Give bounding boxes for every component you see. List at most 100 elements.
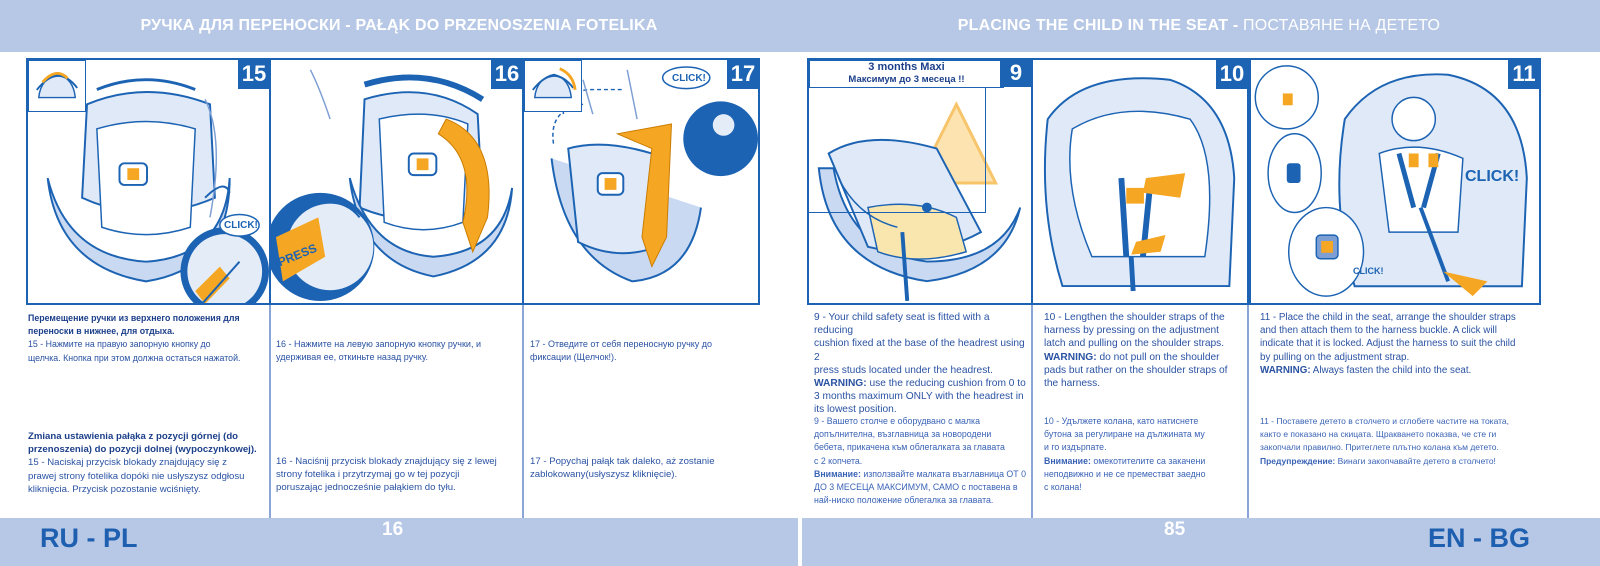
reducing-cushion-illustration [817, 101, 1022, 301]
warning-label: WARNING: [814, 378, 867, 390]
warning-line: Внимание: омекотителите са закачени [1044, 455, 1244, 468]
instruction-line: 10 - Lengthen the shoulder straps of the [1044, 312, 1225, 323]
warning-line: WARNING: use the reducing cushion from 0… [814, 377, 1030, 390]
instructions-9-bg: 9 - Вашето столче е оборудвано с малка д… [814, 415, 1030, 507]
instruction-line: щелчка. Кнопка при этом должна остаться … [28, 352, 241, 363]
warning-label: WARNING: [1044, 351, 1097, 363]
instruction-line: бебета, прикачена към облегалката за гла… [814, 442, 1005, 453]
column-divider [1031, 305, 1033, 518]
right-header-title-sep: - [1228, 17, 1244, 34]
instruction-line: бутона за регулиране на дължината му [1044, 429, 1205, 440]
right-footer-bar [802, 518, 1600, 566]
instruction-line: by pulling on the adjustment strap. [1260, 351, 1410, 363]
car-seat-handle-illustration [46, 78, 269, 303]
instruction-line: indicate that it is locked. Adjust the h… [1260, 338, 1516, 350]
instruction-line: 17 - Popychaj pałąk tak daleko, aż zosta… [530, 456, 715, 467]
illustration-panel-10: 10 [1031, 58, 1249, 305]
instructions-10-en: 10 - Lengthen the shoulder straps of the… [1044, 311, 1244, 390]
left-header-bar: РУЧКА ДЛЯ ПЕРЕНОСКИ - PAŁĄK DO PRZENOSZE… [0, 0, 798, 52]
click-callout-large: CLICK! [1465, 168, 1520, 185]
instructions-11-bg: 11 - Поставете детето в столчето и сглоб… [1260, 415, 1560, 468]
illustration-panel-16: 16 PRESS [269, 58, 524, 305]
instruction-line: с 2 копчета. [814, 455, 863, 466]
instruction-line: latch and pulling on the shoulder straps… [1044, 338, 1225, 350]
instruction-title: Zmiana ustawienia pałąka z pozycji górne… [28, 431, 239, 442]
age-limit-line1: 3 months Maxi [868, 61, 945, 73]
instruction-line: неподвижно и не се преместват заедно [1044, 468, 1206, 479]
instructions-10-bg: 10 - Удължете колана, като натиснете бут… [1044, 415, 1244, 494]
lengthen-straps-illustration [1043, 77, 1236, 292]
instruction-line: cushion fixed at the base of the headres… [814, 338, 1025, 363]
warning-line: Внимание: използвайте малката възглавниц… [814, 468, 1030, 481]
warning-line: Предупреждение: Винаги закопчавайте дете… [1260, 455, 1560, 468]
warning-line: WARNING: Always fasten the child into th… [1260, 364, 1560, 377]
warning-label: Предупреждение: [1260, 455, 1336, 466]
instruction-line: 16 - Нажмите на левую запорную кнопку ру… [276, 339, 481, 349]
warning-label: WARNING: [1260, 364, 1311, 376]
instruction-line: poruszając jednocześnie pałąkiem do tyłu… [276, 482, 456, 494]
step-number-11: 11 [1508, 60, 1539, 89]
column-divider [522, 305, 524, 518]
instruction-line: 15 - Naciskaj przycisk blokady znajdując… [28, 457, 227, 469]
instruction-line: zablokowany(usłyszysz kliknięcie). [530, 469, 678, 481]
warning-inset-frame [809, 88, 986, 213]
illustration-panel-9: 3 months Maxi Максимум до 3 месеца !! 9 [807, 58, 1033, 305]
instruction-line: 11 - Поставете детето в столчето и сглоб… [1260, 416, 1510, 426]
warning-label: Внимание: [1044, 455, 1091, 466]
age-limit-label: 3 months Maxi Максимум до 3 месеца !! [809, 60, 1004, 88]
instruction-line: 10 - Удължете колана, като натиснете [1044, 416, 1199, 426]
left-footer-bar [0, 518, 798, 566]
right-header-title-bg: ПОСТАВЯНЕ НА ДЕТЕТО [1243, 17, 1441, 34]
column-divider [269, 305, 271, 518]
warning-label: Внимание: [814, 468, 861, 479]
instruction-line: 9 - Вашето столче е оборудвано с малка [814, 416, 980, 426]
instruction-line: закопчали правилно. Притеглете плътно ко… [1260, 442, 1499, 453]
warning-line: WARNING: do not pull on the shoulder [1044, 351, 1244, 364]
warning-text: do not pull on the shoulder [1096, 351, 1220, 363]
step-number-9: 9 [1000, 60, 1031, 87]
warning-text: Винаги закопчавайте детето в столчето! [1335, 455, 1496, 466]
instruction-line: както е показано на скицата. Щракването … [1260, 429, 1497, 440]
instruction-title: переноски в нижнее, для отдыха. [28, 326, 175, 337]
right-header-bar: PLACING THE CHILD IN THE SEAT - ПОСТАВЯН… [798, 0, 1600, 52]
instruction-line: strony fotelika i przytrzymaj go w tej p… [276, 469, 460, 481]
right-header-title-en: PLACING THE CHILD IN THE SEAT [957, 17, 1229, 34]
instructions-17-ru: 17 - Отведите от себя переносную ручку д… [530, 338, 758, 364]
instruction-line: 15 - Нажмите на правую запорную кнопку д… [28, 339, 211, 350]
instruction-line: 17 - Отведите от себя переносную ручку д… [530, 339, 713, 349]
instruction-title: Перемещение ручки из верхнего положения … [28, 313, 240, 323]
instruction-line: и го издърпате. [1044, 442, 1107, 453]
instructions-16-ru: 16 - Нажмите на левую запорную кнопку ру… [276, 338, 518, 364]
handle-tilt-back-illustration [271, 69, 514, 302]
instructions-11-en: 11 - Place the child in the seat, arrang… [1260, 311, 1560, 377]
warning-text: use the reducing cushion from 0 to [866, 378, 1026, 390]
footer-right-page-number: 85 [1164, 519, 1186, 540]
step-number-15: 15 [238, 60, 269, 89]
warning-text: използвайте малката възглавница ОТ 0 [860, 468, 1026, 479]
instruction-line: допълнителна, възглавница за новородени [814, 429, 992, 440]
step-number-16: 16 [491, 60, 522, 89]
handle-position-inset [524, 60, 582, 112]
click-callout: CLICK! [672, 73, 706, 84]
instruction-line: 9 - Your child safety seat is fitted wit… [814, 312, 990, 337]
instruction-line: удерживая ее, откиньте назад ручку. [276, 352, 428, 363]
footer-left-language: RU - PL [40, 523, 138, 553]
instruction-line: с колана! [1044, 482, 1082, 493]
instruction-line: 16 - Naciśnij przycisk blokady znajdując… [276, 456, 497, 467]
instruction-line: press studs located under the headrest. [814, 364, 993, 376]
footer-right-language: EN - BG [1428, 523, 1531, 553]
age-limit-line2: Максимум до 3 месеца !! [848, 74, 965, 85]
illustration-panel-11: 11 CLICK! CLICK! [1249, 58, 1541, 305]
instruction-line: prawej strony fotelika dopóki nie usłysz… [28, 470, 245, 482]
click-callout-small: CLICK! [1353, 266, 1384, 276]
column-divider [1247, 305, 1249, 518]
illustration-panel-17: 17 CLICK! [522, 58, 760, 305]
buckle-harness-illustration [1254, 65, 1528, 297]
handle-position-inset [28, 60, 86, 112]
step-number-17: 17 [727, 60, 758, 89]
instruction-line: its lowest position. [814, 404, 897, 416]
instruction-line: най-ниско положение облегалка за главата… [814, 495, 994, 506]
instruction-line: ДО 3 МЕСЕЦА МАКСИМУМ, САМО с поставена в [814, 482, 1018, 493]
warning-text: Always fasten the child into the seat. [1310, 364, 1472, 376]
warning-text: омекотителите са закачени [1090, 455, 1206, 466]
